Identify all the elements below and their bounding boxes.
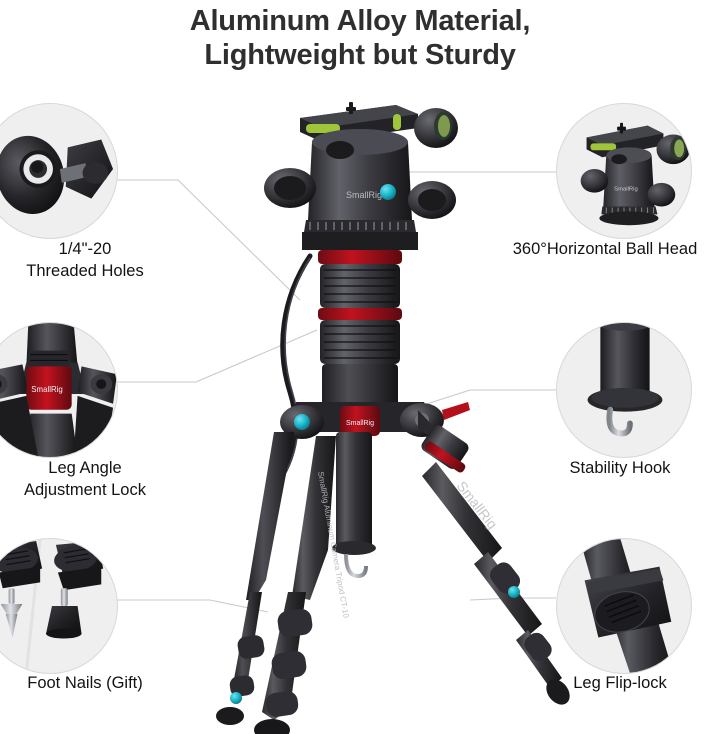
leg-angle-lock-front xyxy=(340,406,380,436)
bubble-level-right xyxy=(393,114,401,130)
callout-circle-leg-flip-lock[interactable] xyxy=(556,538,692,674)
callout-circle-threaded-holes[interactable] xyxy=(0,103,118,239)
ball-head-closeup-icon: SmallRig xyxy=(580,122,691,226)
stability-hook-closeup-icon xyxy=(587,323,663,437)
svg-text:SmallRig: SmallRig xyxy=(346,420,374,427)
metal-spike-nail xyxy=(0,588,23,638)
center-column-red-ring-2 xyxy=(318,308,402,320)
threaded-hole-closeup-icon xyxy=(0,135,114,215)
callout-circle-ball-head[interactable]: SmallRig xyxy=(556,103,692,239)
carry-strap xyxy=(279,253,313,479)
callout-label-foot-nails: Foot Nails (Gift) xyxy=(27,674,143,692)
red-angle-lock xyxy=(26,366,72,410)
callout-label-threaded-holes: 1/4"-20 Threaded Holes xyxy=(26,240,144,280)
center-column xyxy=(318,250,402,408)
tripod-leg-left-rear xyxy=(216,432,294,725)
page-title: Aluminum Alloy Material, Lightweight but… xyxy=(0,4,720,72)
callout-label-ball-head: 360°Horizontal Ball Head xyxy=(512,240,698,258)
flip-lock-left-2 xyxy=(229,675,255,697)
rubber-foot-right xyxy=(546,679,570,705)
carry-strap-highlight xyxy=(283,257,311,476)
rubber-foot-left xyxy=(216,707,244,725)
flip-lock-left-1 xyxy=(237,635,265,659)
ball-head-body: SmallRig xyxy=(264,129,456,250)
flip-lock-front-2 xyxy=(271,651,307,679)
teal-accent-right-leg xyxy=(508,586,520,598)
leg-angle-lock-closeup-icon: SmallRig xyxy=(0,323,117,457)
tripod-product-image: SmallRig xyxy=(216,102,570,734)
svg-text:SmallRig: SmallRig xyxy=(31,385,63,394)
page-title-line-2: Lightweight but Sturdy xyxy=(204,39,516,71)
foot-nails-closeup-icon xyxy=(0,539,104,673)
callout-label-leg-angle-lock: Leg Angle Adjustment Lock xyxy=(24,459,146,499)
tripod-leg-right: SmallRig xyxy=(418,410,570,705)
teal-accent-button xyxy=(380,184,396,200)
flip-lock-right-2 xyxy=(524,632,552,662)
rubber-foot-nail xyxy=(46,588,82,639)
stability-hook xyxy=(344,553,368,579)
right-leg-red-ring xyxy=(424,441,466,473)
hook-shape xyxy=(606,406,633,437)
teal-accent-hub-left xyxy=(294,414,310,430)
svg-text:SmallRig: SmallRig xyxy=(346,190,382,200)
bubble-level-left xyxy=(306,124,340,133)
callout-circle-stability-hook[interactable] xyxy=(556,322,692,458)
center-column-red-ring-1 xyxy=(318,250,402,264)
flip-lock-front-1 xyxy=(277,609,313,637)
rubber-foot-front xyxy=(254,719,290,734)
callout-circle-leg-angle-lock[interactable]: SmallRig xyxy=(0,322,118,458)
leg-flip-lock-closeup-icon xyxy=(579,539,674,673)
callout-label-stability-hook: Stability Hook xyxy=(569,459,671,477)
flip-lock-front-3 xyxy=(265,691,299,717)
callout-circle-foot-nails[interactable] xyxy=(0,538,118,674)
page-title-line-1: Aluminum Alloy Material, xyxy=(189,5,531,37)
lower-center-column xyxy=(332,432,376,579)
pan-lock-knob xyxy=(414,108,458,148)
svg-text:SmallRig: SmallRig xyxy=(614,187,638,193)
flip-lock-right-1 xyxy=(489,562,521,594)
teal-accent-left-leg xyxy=(230,692,242,704)
callout-label-leg-flip-lock: Leg Flip-lock xyxy=(573,674,667,692)
